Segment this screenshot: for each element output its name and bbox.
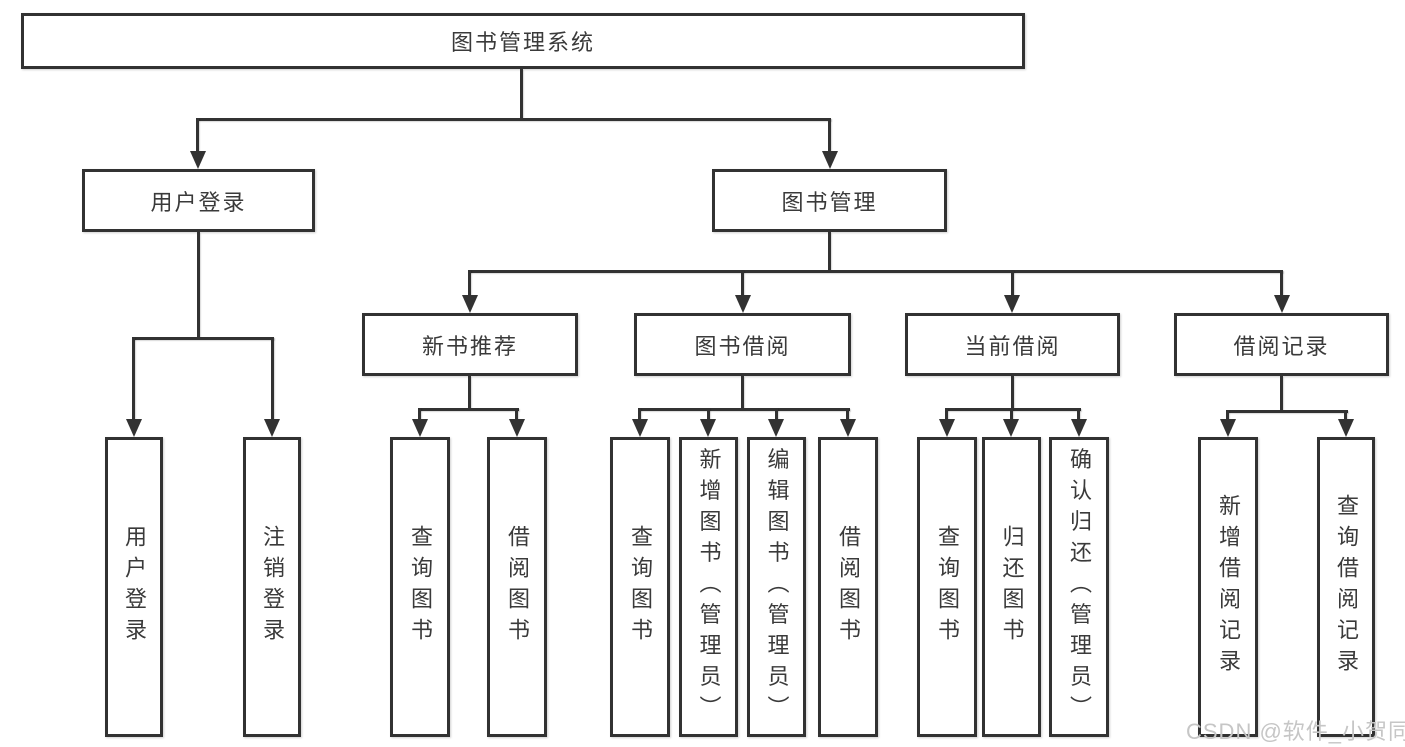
leaf-edit-books-admin-label: 编辑图书（管理员） xyxy=(764,447,790,727)
connector-line xyxy=(945,408,948,421)
connector-line xyxy=(1011,376,1014,408)
arrow-down-icon xyxy=(939,419,955,437)
arrow-down-icon xyxy=(462,295,478,313)
arrow-down-icon xyxy=(412,419,428,437)
leaf-add-books-admin-label: 新增图书（管理员） xyxy=(696,447,722,727)
arrow-down-icon xyxy=(1220,419,1236,437)
connector-line xyxy=(418,408,421,421)
connector-line xyxy=(418,408,519,411)
leaf-add-borrow-record-label: 新增借阅记录 xyxy=(1216,494,1241,680)
leaf-return-books: 归还图书 xyxy=(982,437,1041,737)
leaf-add-borrow-record: 新增借阅记录 xyxy=(1198,437,1258,737)
node-current-borrowing: 当前借阅 xyxy=(905,313,1120,376)
connector-line xyxy=(271,337,274,421)
leaf-edit-books-admin: 编辑图书（管理员） xyxy=(747,437,806,737)
arrow-down-icon xyxy=(264,419,280,437)
leaf-borrow-books-recommend: 借阅图书 xyxy=(487,437,547,737)
arrow-down-icon xyxy=(822,151,838,169)
arrow-down-icon xyxy=(735,295,751,313)
node-library-system: 图书管理系统 xyxy=(21,13,1025,69)
leaf-query-books-current-label: 查询图书 xyxy=(935,525,960,649)
leaf-query-borrow-record-label: 查询借阅记录 xyxy=(1334,494,1359,680)
node-book-borrowing: 图书借阅 xyxy=(634,313,851,376)
arrow-down-icon xyxy=(1071,419,1087,437)
leaf-add-books-admin: 新增图书（管理员） xyxy=(679,437,738,737)
node-borrowing-records: 借阅记录 xyxy=(1174,313,1389,376)
arrow-down-icon xyxy=(126,419,142,437)
connector-line xyxy=(196,118,831,121)
leaf-borrow-books-recommend-label: 借阅图书 xyxy=(505,525,530,649)
leaf-query-books-recommend: 查询图书 xyxy=(390,437,450,737)
leaf-query-books-recommend-label: 查询图书 xyxy=(408,525,433,649)
connector-line xyxy=(741,376,744,408)
node-new-book-recommend: 新书推荐 xyxy=(362,313,578,376)
leaf-query-borrow-record: 查询借阅记录 xyxy=(1317,437,1375,737)
arrow-down-icon xyxy=(632,419,648,437)
leaf-logout-label: 注销登录 xyxy=(260,525,285,649)
leaf-return-books-label: 归还图书 xyxy=(999,525,1025,649)
arrow-down-icon xyxy=(1003,419,1019,437)
connector-line xyxy=(945,408,1081,411)
node-user-login: 用户登录 xyxy=(82,169,315,232)
connector-line xyxy=(707,408,710,421)
connector-line xyxy=(468,270,471,297)
connector-line xyxy=(1344,410,1347,421)
connector-line xyxy=(638,408,641,421)
leaf-logout: 注销登录 xyxy=(243,437,301,737)
arrow-down-icon xyxy=(840,419,856,437)
arrow-down-icon xyxy=(1274,295,1290,313)
connector-line xyxy=(828,232,831,270)
connector-line xyxy=(638,408,850,411)
connector-line xyxy=(775,408,778,421)
connector-line xyxy=(1226,410,1229,421)
arrow-down-icon xyxy=(768,419,784,437)
leaf-query-books-borrowing-label: 查询图书 xyxy=(628,525,653,649)
leaf-user-login: 用户登录 xyxy=(105,437,163,737)
connector-line xyxy=(1280,376,1283,410)
leaf-borrow-books-borrowing: 借阅图书 xyxy=(818,437,878,737)
leaf-query-books-current: 查询图书 xyxy=(917,437,977,737)
connector-line xyxy=(520,69,523,118)
arrow-down-icon xyxy=(190,151,206,169)
arrow-down-icon xyxy=(509,419,525,437)
connector-line xyxy=(468,376,471,408)
leaf-borrow-books-borrowing-label: 借阅图书 xyxy=(836,525,861,649)
connector-line xyxy=(846,408,849,421)
connector-line xyxy=(1280,270,1283,297)
connector-line xyxy=(132,337,274,340)
connector-line xyxy=(828,118,831,153)
connector-line xyxy=(1226,410,1348,413)
node-book-management: 图书管理 xyxy=(712,169,947,232)
connector-line xyxy=(196,118,199,153)
connector-line xyxy=(197,232,200,337)
connector-line xyxy=(515,408,518,421)
connector-line xyxy=(1077,408,1080,421)
leaf-confirm-return-admin-label: 确认归还（管理员） xyxy=(1067,447,1092,727)
connector-line xyxy=(1010,408,1013,421)
leaf-user-login-label: 用户登录 xyxy=(122,525,147,649)
connector-line xyxy=(468,270,1283,273)
leaf-query-books-borrowing: 查询图书 xyxy=(610,437,670,737)
connector-line xyxy=(1011,270,1014,297)
leaf-confirm-return-admin: 确认归还（管理员） xyxy=(1049,437,1109,737)
arrow-down-icon xyxy=(1338,419,1354,437)
connector-line xyxy=(741,270,744,297)
arrow-down-icon xyxy=(700,419,716,437)
arrow-down-icon xyxy=(1004,295,1020,313)
connector-line xyxy=(132,337,135,421)
